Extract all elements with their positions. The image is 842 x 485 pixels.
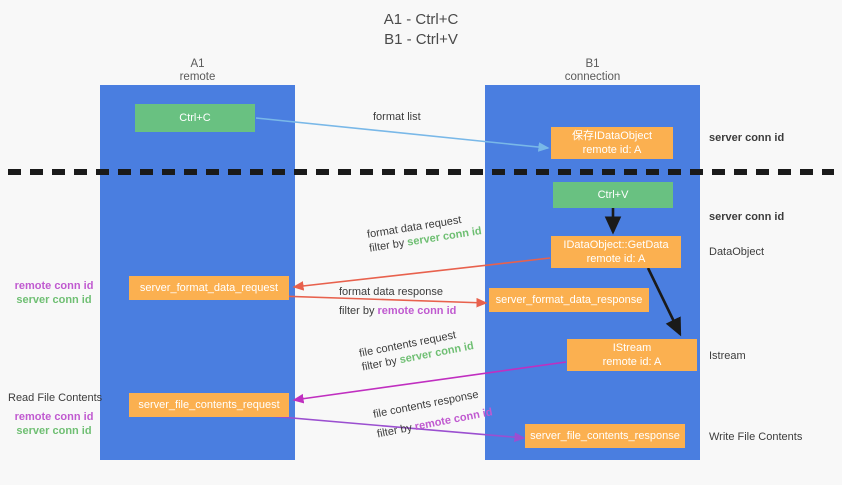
label-group-left-conn-ids-1: remote conn id server conn id bbox=[10, 279, 98, 307]
node-server-format-data-request[interactable]: server_format_data_request bbox=[129, 276, 289, 300]
node-server-format-data-response-label: server_format_data_response bbox=[495, 294, 643, 306]
filter-prefix: filter by bbox=[339, 305, 378, 317]
label-right-dataobject: DataObject bbox=[709, 246, 765, 258]
label-group-left-conn-ids-2: remote conn id server conn id bbox=[10, 410, 98, 438]
label-right-istream: Istream bbox=[709, 350, 746, 362]
node-server-file-contents-request[interactable]: server_file_contents_request bbox=[129, 393, 289, 417]
label-left-remote-conn-id-1: remote conn id bbox=[14, 280, 94, 292]
node-ctrl-c[interactable]: Ctrl+C bbox=[135, 104, 255, 132]
node-getdata-subtitle: remote id: A bbox=[586, 253, 646, 265]
node-ctrl-c-label: Ctrl+C bbox=[179, 112, 211, 124]
title-line-1: A1 - Ctrl+C bbox=[383, 11, 459, 28]
column-header-b1: B1 connection bbox=[485, 58, 700, 84]
node-istream-title: IStream bbox=[612, 342, 652, 354]
node-server-file-contents-response-label: server_file_contents_response bbox=[530, 430, 680, 442]
diagram-title: A1 - Ctrl+C B1 - Ctrl+V bbox=[0, 10, 842, 50]
label-format-data-response-filter: filter by remote conn id bbox=[339, 304, 456, 318]
label-left-server-conn-id-1: server conn id bbox=[16, 294, 92, 306]
node-istream[interactable]: IStream remote id: A bbox=[567, 339, 697, 371]
label-right-write-file-contents: Write File Contents bbox=[709, 431, 803, 443]
column-b1-role: connection bbox=[564, 71, 621, 83]
label-left-read-file-contents: Read File Contents bbox=[8, 392, 103, 404]
node-ctrl-v-label: Ctrl+V bbox=[597, 189, 629, 201]
node-idataobject-subtitle: remote id: A bbox=[582, 144, 642, 156]
column-a1-name: A1 bbox=[190, 58, 205, 70]
label-group-format-data-response: format data response filter by remote co… bbox=[339, 285, 456, 318]
label-left-remote-conn-id-2: remote conn id bbox=[14, 411, 94, 423]
label-group-file-contents-request: file contents request filter by server c… bbox=[358, 325, 475, 374]
node-idataobject-getdata[interactable]: IDataObject::GetData remote id: A bbox=[551, 236, 681, 268]
label-left-server-conn-id-2: server conn id bbox=[16, 425, 92, 437]
label-group-file-contents-response: file contents response filter by remote … bbox=[372, 386, 494, 442]
label-format-list: format list bbox=[373, 111, 421, 123]
title-line-2: B1 - Ctrl+V bbox=[384, 31, 458, 48]
label-format-data-response: format data response bbox=[339, 286, 443, 298]
column-a1-role: remote bbox=[179, 71, 216, 83]
column-b1-name: B1 bbox=[585, 58, 600, 70]
filter-value-remote-conn-id: remote conn id bbox=[377, 305, 457, 317]
column-header-a1: A1 remote bbox=[100, 58, 295, 84]
node-server-format-data-response[interactable]: server_format_data_response bbox=[489, 288, 649, 312]
label-right-server-conn-id-second: server conn id bbox=[709, 211, 785, 223]
node-server-file-contents-request-label: server_file_contents_request bbox=[138, 399, 280, 411]
node-idataobject[interactable]: 保存IDataObject remote id: A bbox=[551, 127, 673, 159]
node-server-file-contents-response[interactable]: server_file_contents_response bbox=[525, 424, 685, 448]
label-right-server-conn-id-top: server conn id bbox=[709, 132, 785, 144]
node-getdata-title: IDataObject::GetData bbox=[563, 239, 669, 251]
node-server-format-data-request-label: server_format_data_request bbox=[139, 282, 279, 294]
node-ctrl-v[interactable]: Ctrl+V bbox=[553, 182, 673, 208]
node-istream-subtitle: remote id: A bbox=[602, 356, 662, 368]
filter-prefix: filter by bbox=[376, 421, 417, 441]
node-idataobject-title: 保存IDataObject bbox=[571, 130, 653, 142]
label-group-format-data-request: format data request filter by server con… bbox=[366, 210, 483, 255]
